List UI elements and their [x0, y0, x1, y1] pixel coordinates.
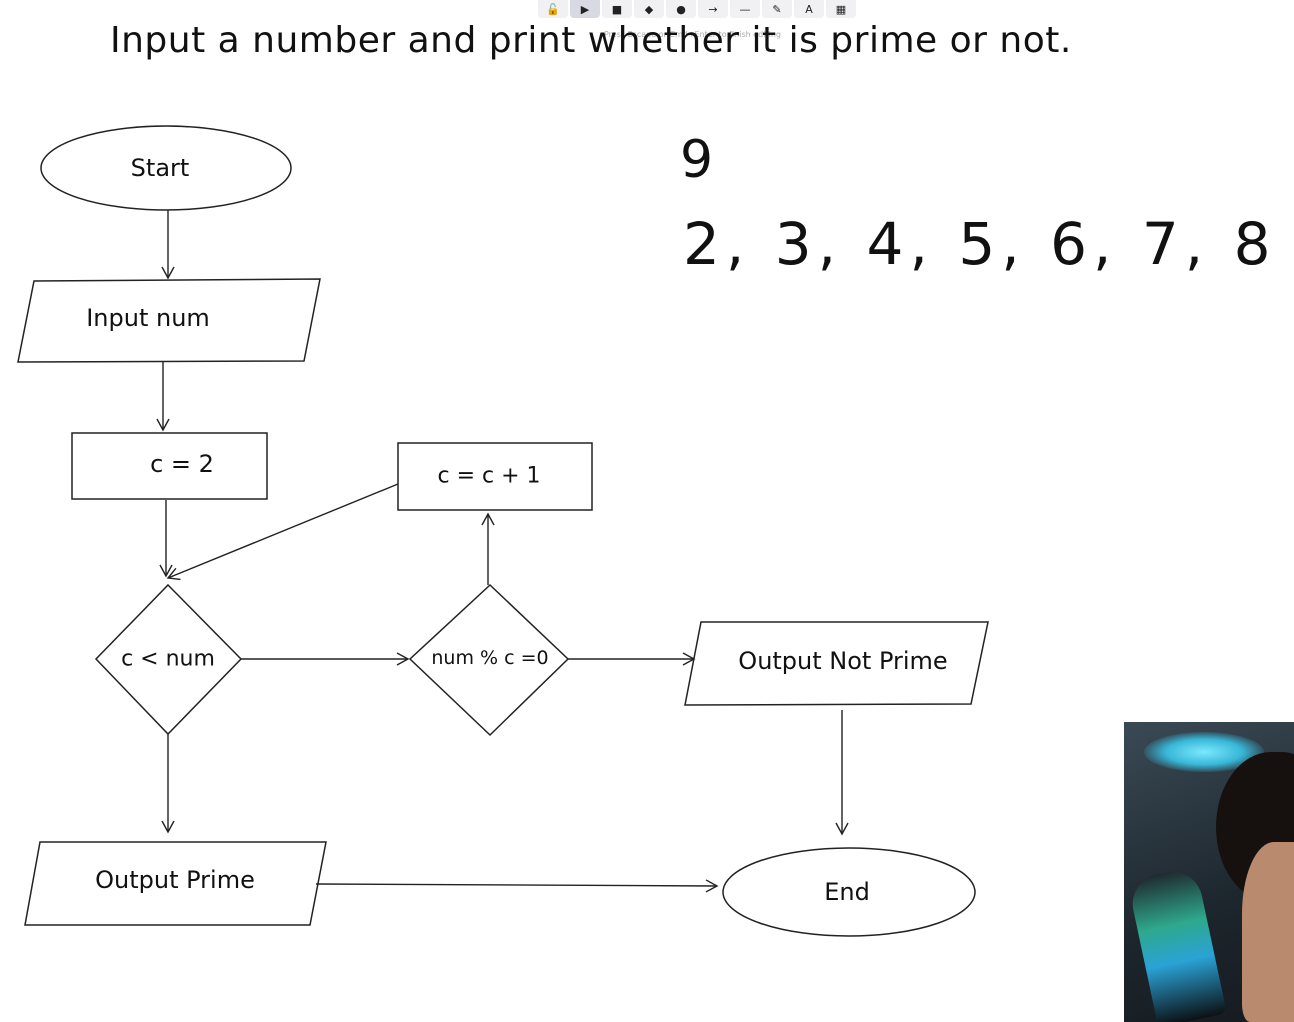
pencil-icon[interactable]: ✎ [762, 0, 792, 18]
example-number[interactable]: 9 [680, 130, 714, 190]
webcam-overlay [1124, 722, 1294, 1022]
selection-icon[interactable]: ▶ [570, 0, 600, 18]
input-label: Input num [86, 304, 210, 332]
rectangle-icon[interactable]: ■ [602, 0, 632, 18]
drawing-toolbar: 🔓 ▶ ■ ◆ ● → — ✎ A ▦ [538, 0, 856, 20]
arrow-prime-to-end [315, 879, 719, 893]
input-parallelogram[interactable] [17, 278, 321, 363]
microphone [1127, 866, 1227, 1022]
problem-title[interactable]: Input a number and print whether it is p… [110, 20, 1072, 61]
start-label: Start [130, 154, 190, 182]
ellipse-icon[interactable]: ● [666, 0, 696, 18]
output-not-prime-label: Output Not Prime [738, 647, 948, 675]
editing-hint: Press Escape or Cmd+Enter to finish edit… [604, 30, 781, 39]
init-process-box[interactable] [71, 432, 268, 500]
loop-condition-label: c < num [121, 646, 215, 672]
diamond-icon[interactable]: ◆ [634, 0, 664, 18]
text-icon[interactable]: A [794, 0, 824, 18]
lock-icon[interactable]: 🔓 [538, 0, 568, 18]
increment-label: c = c + 1 [437, 463, 541, 489]
output-prime-label: Output Prime [95, 866, 255, 894]
divisible-check-label: num % c =0 [431, 647, 549, 669]
arrow-icon[interactable]: → [698, 0, 728, 18]
end-terminal[interactable] [722, 847, 976, 937]
line-icon[interactable]: — [730, 0, 760, 18]
output-prime-parallelogram[interactable] [24, 841, 327, 926]
output-not-prime-parallelogram[interactable] [684, 621, 989, 706]
presenter-face [1242, 842, 1294, 1022]
image-icon[interactable]: ▦ [826, 0, 856, 18]
arrow-increment-to-condition [166, 483, 399, 581]
end-label: End [824, 878, 870, 906]
divisor-sequence[interactable]: 2, 3, 4, 5, 6, 7, 8 [683, 210, 1277, 278]
increment-process-box[interactable] [397, 442, 593, 511]
init-label: c = 2 [150, 450, 214, 478]
divisible-check-diamond[interactable] [408, 583, 570, 737]
start-terminal[interactable] [40, 125, 292, 211]
